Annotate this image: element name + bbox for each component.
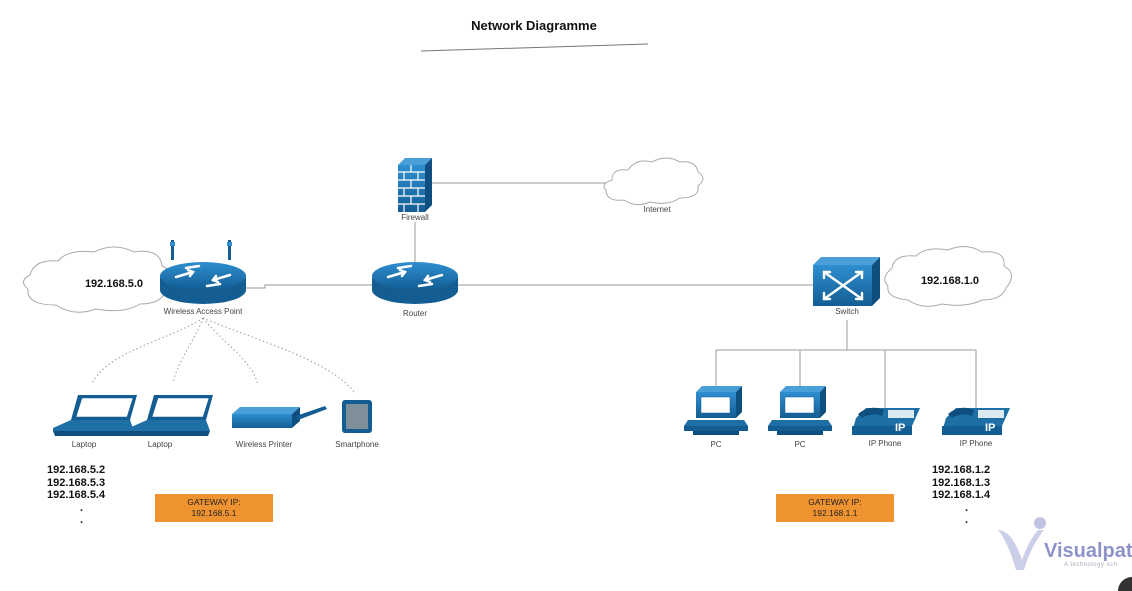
left-ip-list: 192.168.5.2 192.168.5.3 192.168.5.4 . . — [47, 464, 105, 527]
printer-icon[interactable] — [232, 406, 327, 428]
connection-lines — [243, 182, 977, 408]
gateway-right-box: GATEWAY IP: 192.168.1.1 — [776, 494, 894, 522]
gateway-ip: 192.168.5.1 — [191, 508, 237, 518]
router-label: Router — [402, 309, 428, 318]
smartphone-label: Smartphone — [335, 440, 379, 449]
pc-label: PC — [710, 440, 722, 449]
ip-phone-icon[interactable]: IP — [852, 407, 920, 435]
brand-tagline: A technology sch — [1064, 562, 1118, 568]
gateway-left-box: GATEWAY IP: 192.168.5.1 — [155, 494, 273, 522]
ip-address: 192.168.1.2 — [932, 464, 991, 476]
visualpat-logo-icon — [998, 517, 1046, 570]
link-wap-router — [243, 284, 372, 289]
switch-label: Switch — [835, 307, 859, 316]
ip-phone-label: IP Phone — [959, 439, 993, 448]
laptop-label: Laptop — [71, 440, 97, 449]
ip-ellipsis: . — [80, 501, 84, 514]
pc-label: PC — [794, 440, 806, 449]
laptop-icon[interactable] — [53, 395, 137, 436]
svg-text:IP: IP — [985, 422, 995, 434]
pc-icon[interactable] — [768, 386, 832, 435]
firewall-icon[interactable] — [398, 158, 432, 212]
ip-phone-icon[interactable]: IP — [942, 407, 1010, 435]
brand-name: Visualpat — [1044, 540, 1132, 562]
cloud-icon — [603, 157, 704, 206]
ip-address: 192.168.5.2 — [47, 464, 106, 476]
switch-icon[interactable] — [813, 257, 880, 306]
ip-ellipsis: . — [965, 514, 969, 526]
network-right-label: 192.168.1.0 — [920, 275, 980, 287]
network-left-label: 192.168.5.0 — [84, 278, 144, 290]
internet-label: Internet — [643, 205, 671, 214]
right-ip-list: 192.168.1.2 192.168.1.3 192.168.1.4 . . — [932, 464, 990, 527]
corner-button-icon — [1118, 577, 1132, 591]
wireless-links — [91, 317, 356, 394]
title-underline — [420, 43, 649, 52]
pc-icon[interactable] — [684, 386, 748, 435]
ip-address: 192.168.5.3 — [47, 476, 106, 489]
firewall-label: Firewall — [401, 213, 429, 222]
ip-phone-label: IP Phone — [868, 439, 902, 448]
router-icon[interactable] — [372, 262, 458, 304]
cloud-right-icon — [884, 246, 1012, 307]
smartphone-icon[interactable] — [342, 400, 372, 433]
laptop-icon[interactable] — [129, 395, 213, 436]
ip-ellipsis: . — [80, 514, 84, 526]
ip-address: 192.168.1.3 — [932, 476, 991, 489]
printer-label: Wireless Printer — [235, 440, 293, 449]
wireless-access-point-icon[interactable] — [160, 240, 246, 304]
gateway-ip: 192.168.1.1 — [812, 508, 858, 518]
ip-address: 192.168.5.4 — [47, 489, 106, 501]
gateway-label: GATEWAY IP: — [808, 497, 862, 507]
laptop-label: Laptop — [147, 440, 173, 449]
svg-text:IP: IP — [895, 422, 905, 434]
gateway-label: GATEWAY IP: — [187, 497, 241, 507]
ip-address: 192.168.1.4 — [932, 489, 991, 501]
page-title: Network Diagramme — [471, 18, 597, 33]
ip-ellipsis: . — [965, 501, 969, 514]
wap-label: Wireless Access Point — [163, 307, 243, 316]
